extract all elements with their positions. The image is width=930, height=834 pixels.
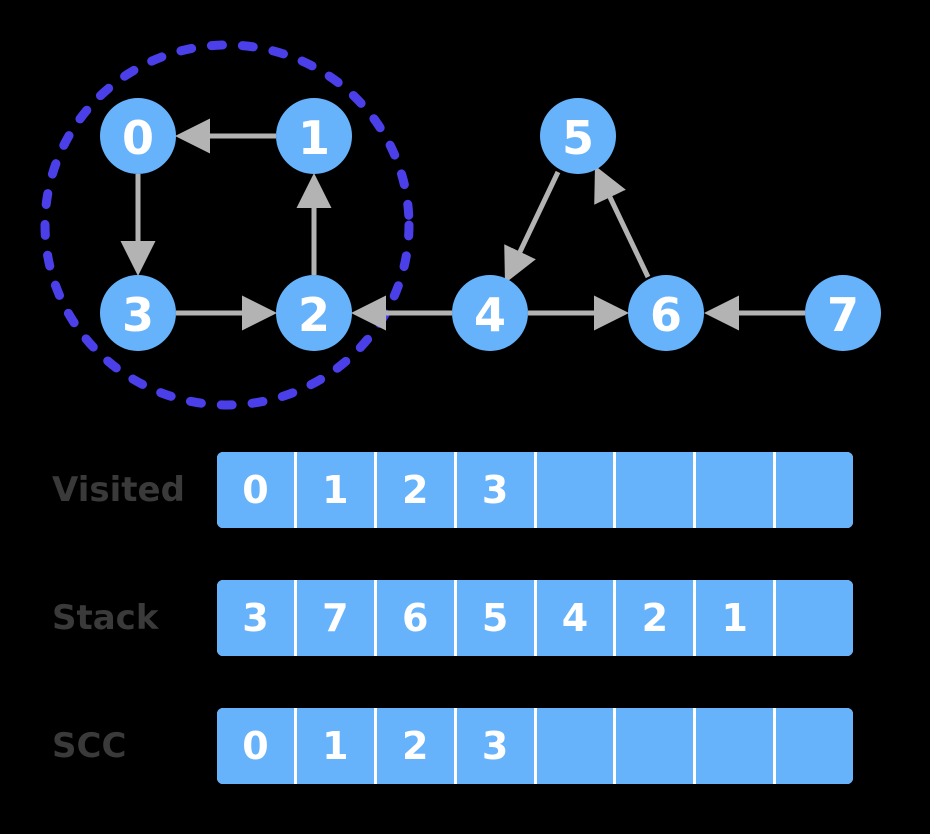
cell-visited-1[interactable]: 1: [296, 452, 374, 528]
node-circle-2[interactable]: [276, 275, 352, 351]
edge-6-to-5: [594, 165, 651, 279]
cell-scc-7[interactable]: [776, 708, 853, 784]
node-label-5: 5: [562, 111, 594, 165]
graph-node-3[interactable]: 3: [100, 275, 176, 351]
cell-stack-4[interactable]: 4: [536, 580, 614, 656]
cell-visited-4[interactable]: [536, 452, 614, 528]
node-circle-4[interactable]: [452, 275, 528, 351]
cell-stack-0[interactable]: 3: [217, 580, 294, 656]
graph-node-6[interactable]: 6: [628, 275, 704, 351]
cell-scc-1[interactable]: 1: [296, 708, 374, 784]
array-cells-visited: 0 1 2 3: [217, 452, 853, 528]
node-label-3: 3: [122, 288, 154, 342]
cell-visited-2[interactable]: 2: [376, 452, 454, 528]
array-row-scc: SCC 0 1 2 3: [0, 708, 930, 784]
cell-scc-6[interactable]: [696, 708, 774, 784]
array-row-visited: Visited 0 1 2 3: [0, 452, 930, 528]
cell-scc-4[interactable]: [536, 708, 614, 784]
graph-node-5[interactable]: 5: [540, 98, 616, 174]
node-label-2: 2: [298, 288, 330, 342]
node-circle-1[interactable]: [276, 98, 352, 174]
state-arrays: Visited 0 1 2 3 Stack 3 7 6 5 4 2 1: [0, 440, 930, 834]
edge-5-to-4: [504, 170, 561, 284]
node-label-7: 7: [827, 288, 859, 342]
cell-scc-3[interactable]: 3: [456, 708, 534, 784]
node-circle-0[interactable]: [100, 98, 176, 174]
cell-stack-1[interactable]: 7: [296, 580, 374, 656]
cell-visited-0[interactable]: 0: [217, 452, 294, 528]
array-cells-stack: 3 7 6 5 4 2 1: [217, 580, 853, 656]
cell-visited-3[interactable]: 3: [456, 452, 534, 528]
cell-stack-2[interactable]: 6: [376, 580, 454, 656]
scc-highlight-circle: [40, 40, 414, 410]
graph-node-1[interactable]: 1: [276, 98, 352, 174]
cell-stack-7[interactable]: [776, 580, 853, 656]
node-label-1: 1: [298, 111, 330, 165]
array-cells-scc: 0 1 2 3: [217, 708, 853, 784]
cell-stack-5[interactable]: 2: [616, 580, 694, 656]
graph-edges: [120, 118, 805, 331]
graph-node-2[interactable]: 2: [276, 275, 352, 351]
graph-canvas: 0 1 2 3 4 5 6: [40, 40, 881, 410]
node-circle-3[interactable]: [100, 275, 176, 351]
node-label-0: 0: [122, 111, 154, 165]
cell-visited-7[interactable]: [776, 452, 853, 528]
cell-stack-3[interactable]: 5: [456, 580, 534, 656]
cell-scc-5[interactable]: [616, 708, 694, 784]
graph-node-4[interactable]: 4: [452, 275, 528, 351]
node-circle-5[interactable]: [540, 98, 616, 174]
array-label-scc: SCC: [52, 726, 127, 766]
node-circle-7[interactable]: [805, 275, 881, 351]
cell-visited-6[interactable]: [696, 452, 774, 528]
graph-node-7[interactable]: 7: [805, 275, 881, 351]
array-label-visited: Visited: [52, 470, 185, 510]
array-row-stack: Stack 3 7 6 5 4 2 1: [0, 580, 930, 656]
node-label-6: 6: [650, 288, 682, 342]
array-label-stack: Stack: [52, 598, 159, 638]
cell-scc-0[interactable]: 0: [217, 708, 294, 784]
cell-visited-5[interactable]: [616, 452, 694, 528]
cell-stack-6[interactable]: 1: [696, 580, 774, 656]
node-label-4: 4: [474, 288, 506, 342]
graph-node-0[interactable]: 0: [100, 98, 176, 174]
node-circle-6[interactable]: [628, 275, 704, 351]
graph-nodes: 0 1 2 3 4 5 6: [100, 98, 881, 351]
cell-scc-2[interactable]: 2: [376, 708, 454, 784]
